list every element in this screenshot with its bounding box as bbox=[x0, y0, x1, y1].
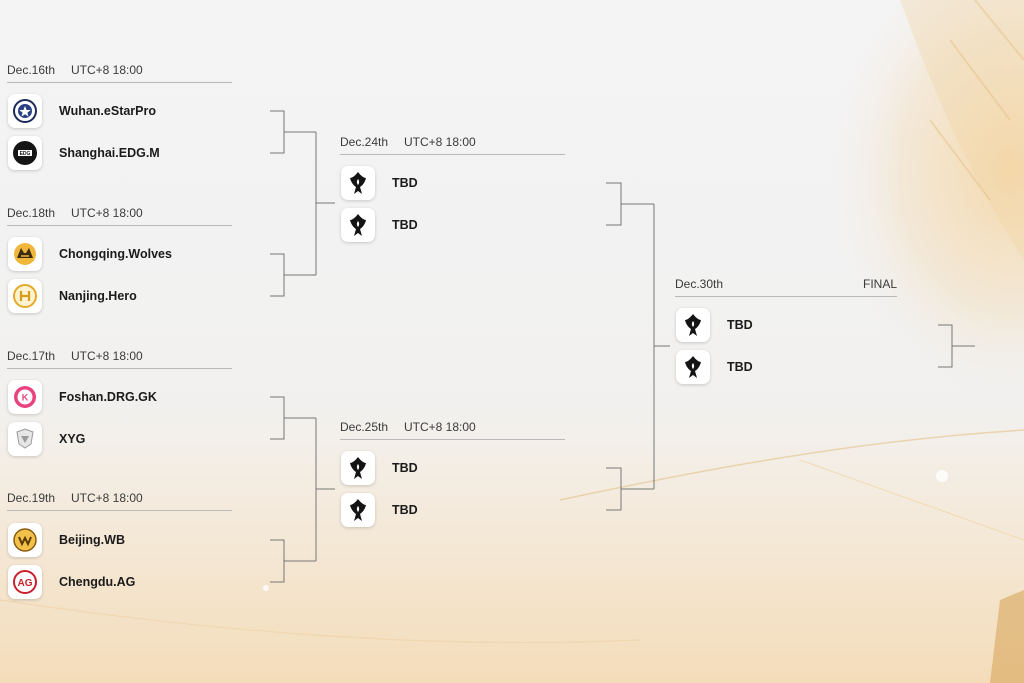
team-slot-xyg[interactable]: XYG bbox=[8, 420, 85, 458]
match-date: Dec.17th bbox=[7, 349, 56, 363]
team-name: TBD bbox=[392, 503, 418, 517]
match-time: UTC+8 18:00 bbox=[404, 420, 476, 434]
team-slot-estarpro[interactable]: Wuhan.eStarPro bbox=[8, 92, 156, 130]
team-slot-ag[interactable]: AG Chengdu.AG bbox=[8, 563, 135, 601]
team-name: Nanjing.Hero bbox=[59, 289, 137, 303]
team-name: Foshan.DRG.GK bbox=[59, 390, 157, 404]
connector-r1m4 bbox=[270, 539, 285, 583]
team-name: TBD bbox=[392, 461, 418, 475]
final-label: FINAL bbox=[862, 277, 897, 291]
match-date: Dec.30th bbox=[675, 277, 724, 291]
edg-logo: EDG bbox=[8, 136, 42, 170]
team-slot-hero[interactable]: Nanjing.Hero bbox=[8, 277, 137, 315]
tbd-logo bbox=[341, 493, 375, 527]
match-header-r1m3: Dec.17th UTC+8 18:00 bbox=[7, 346, 232, 369]
tbd-logo bbox=[341, 451, 375, 485]
team-slot-tbd[interactable]: TBD bbox=[676, 348, 753, 386]
hero-logo bbox=[8, 279, 42, 313]
team-name: TBD bbox=[727, 318, 753, 332]
team-name: TBD bbox=[392, 176, 418, 190]
drg-gk-logo: K bbox=[8, 380, 42, 414]
team-name: Wuhan.eStarPro bbox=[59, 104, 157, 118]
match-time: UTC+8 18:00 bbox=[71, 349, 143, 363]
team-slot-tbd[interactable]: TBD bbox=[676, 306, 753, 344]
team-slot-edg[interactable]: EDG Shanghai.EDG.M bbox=[8, 134, 160, 172]
match-time: UTC+8 18:00 bbox=[71, 491, 143, 505]
xyg-logo bbox=[8, 422, 42, 456]
svg-text:K: K bbox=[22, 393, 29, 403]
match-header-r1m4: Dec.19th UTC+8 18:00 bbox=[7, 488, 232, 511]
team-slot-tbd[interactable]: TBD bbox=[341, 164, 418, 202]
team-slot-tbd[interactable]: TBD bbox=[341, 449, 418, 487]
match-time: UTC+8 18:00 bbox=[71, 63, 143, 77]
team-slot-tbd[interactable]: TBD bbox=[341, 491, 418, 529]
match-date: Dec.16th bbox=[7, 63, 56, 77]
team-slot-tbd[interactable]: TBD bbox=[341, 206, 418, 244]
match-header-semi2: Dec.25th UTC+8 18:00 bbox=[340, 417, 565, 440]
connector-semi1 bbox=[606, 182, 622, 226]
team-name: Shanghai.EDG.M bbox=[59, 146, 160, 160]
match-time: UTC+8 18:00 bbox=[404, 135, 476, 149]
match-date: Dec.25th bbox=[340, 420, 389, 434]
team-slot-wolves[interactable]: Chongqing.Wolves bbox=[8, 235, 172, 273]
team-name: Chengdu.AG bbox=[59, 575, 136, 589]
connector-r1m1 bbox=[270, 110, 285, 154]
team-name: Beijing.WB bbox=[59, 533, 125, 547]
estarpro-logo bbox=[8, 94, 42, 128]
connector-r1m2 bbox=[270, 253, 285, 297]
match-header-semi1: Dec.24th UTC+8 18:00 bbox=[340, 132, 565, 155]
match-header-r1m2: Dec.18th UTC+8 18:00 bbox=[7, 203, 232, 226]
tbd-logo bbox=[676, 350, 710, 384]
team-name: TBD bbox=[392, 218, 418, 232]
wolves-logo bbox=[8, 237, 42, 271]
svg-text:EDG: EDG bbox=[20, 151, 31, 157]
match-header-r1m1: Dec.16th UTC+8 18:00 bbox=[7, 60, 232, 83]
team-slot-drg-gk[interactable]: K Foshan.DRG.GK bbox=[8, 378, 157, 416]
match-date: Dec.24th bbox=[340, 135, 389, 149]
team-slot-wb[interactable]: Beijing.WB bbox=[8, 521, 125, 559]
match-date: Dec.18th bbox=[7, 206, 56, 220]
wb-logo bbox=[8, 523, 42, 557]
tbd-logo bbox=[341, 166, 375, 200]
connector-final bbox=[938, 324, 953, 368]
match-header-final: Dec.30th FINAL bbox=[675, 274, 897, 297]
team-name: XYG bbox=[59, 432, 86, 446]
team-name: Chongqing.Wolves bbox=[59, 247, 172, 261]
team-name: TBD bbox=[727, 360, 753, 374]
tbd-logo bbox=[341, 208, 375, 242]
svg-text:AG: AG bbox=[18, 578, 33, 589]
connector-r1m3 bbox=[270, 396, 285, 440]
connector-semi2 bbox=[606, 467, 622, 511]
ag-logo: AG bbox=[8, 565, 42, 599]
match-time: UTC+8 18:00 bbox=[71, 206, 143, 220]
match-date: Dec.19th bbox=[7, 491, 56, 505]
tbd-logo bbox=[676, 308, 710, 342]
